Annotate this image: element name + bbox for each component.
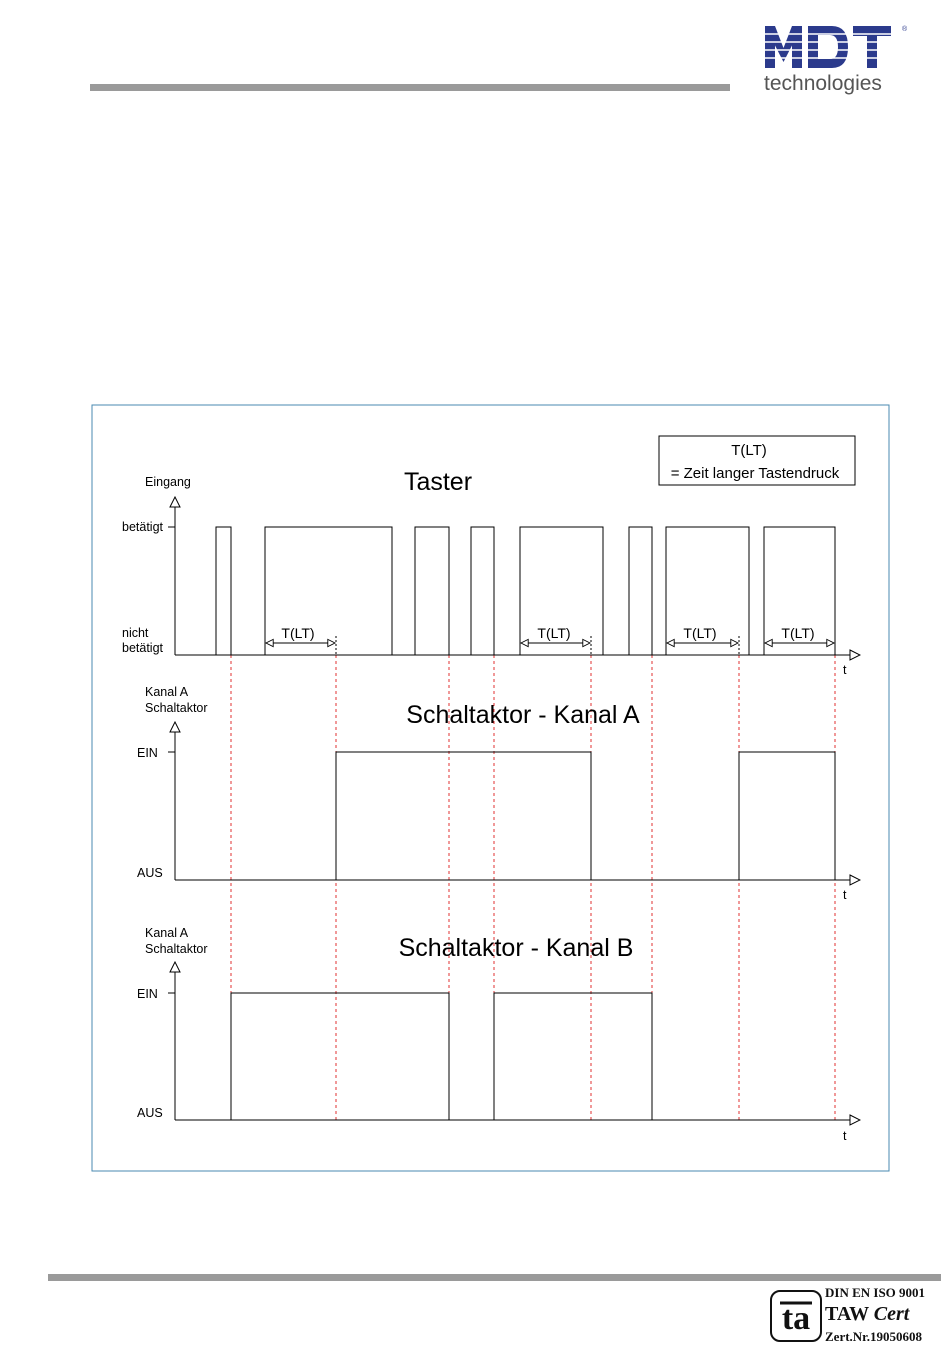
kanal-b-pulse-1	[231, 993, 449, 1120]
kanal-a-title: Schaltaktor - Kanal A	[406, 701, 640, 729]
kanal-b-title: Schaltaktor - Kanal B	[399, 934, 634, 962]
tlt-label-4: T(LT)	[781, 625, 814, 641]
legend-line-2: = Zeit langer Tastendruck	[671, 465, 840, 482]
legend-line-1: T(LT)	[731, 442, 767, 459]
tlt-labels: T(LT) T(LT) T(LT) T(LT)	[281, 625, 814, 641]
pulse-3	[415, 527, 449, 655]
pulse-4	[471, 527, 494, 655]
tlt-label-2: T(LT)	[537, 625, 570, 641]
kanal-a-panel: Schaltaktor - Kanal A Kanal A Schaltakto…	[137, 685, 860, 902]
cert-standard: DIN EN ISO 9001	[825, 1285, 925, 1301]
taster-y-label: Eingang	[145, 475, 191, 489]
taster-low-label-1: nicht	[122, 626, 149, 640]
kanal-b-high-label: EIN	[137, 987, 158, 1001]
tlt-label-1: T(LT)	[281, 625, 314, 641]
tlt-label-3: T(LT)	[683, 625, 716, 641]
kanal-b-pulse-2	[494, 993, 652, 1120]
kanal-a-t-label: t	[843, 888, 847, 902]
kanal-b-panel: Schaltaktor - Kanal B Kanal A Schaltakto…	[137, 926, 860, 1143]
taster-high-label: betätigt	[122, 520, 164, 534]
kanal-b-low-label: AUS	[137, 1106, 163, 1120]
kanal-a-high-label: EIN	[137, 746, 158, 760]
kanal-a-axes	[168, 722, 860, 880]
kanal-b-signal	[231, 993, 652, 1120]
pulse-6	[629, 527, 652, 655]
cert-number: Zert.Nr.19050608	[825, 1329, 922, 1345]
diagram-frame	[92, 405, 889, 1171]
kanal-a-y-label-1: Kanal A	[145, 685, 189, 699]
taster-title: Taster	[404, 468, 472, 496]
kanal-b-t-label: t	[843, 1129, 847, 1143]
taster-t-label: t	[843, 663, 847, 677]
taster-axes	[168, 497, 860, 655]
taster-panel: Taster Eingang betätigt nicht betätigt t	[122, 468, 860, 677]
kanal-b-y-label-1: Kanal A	[145, 926, 189, 940]
cert-name: TAW Cert	[825, 1303, 909, 1326]
legend-box: T(LT) = Zeit langer Tastendruck	[659, 436, 855, 485]
pulse-1	[216, 527, 231, 655]
kanal-a-pulse-1	[336, 752, 591, 880]
svg-text:ta: ta	[782, 1300, 810, 1337]
kanal-b-axes	[168, 962, 860, 1120]
kanal-a-pulse-2	[739, 752, 835, 880]
kanal-a-signal	[336, 752, 835, 880]
kanal-a-y-label-2: Schaltaktor	[145, 701, 208, 715]
taster-low-label-2: betätigt	[122, 641, 164, 655]
kanal-a-low-label: AUS	[137, 866, 163, 880]
footer-rule	[48, 1274, 941, 1281]
kanal-b-y-label-2: Schaltaktor	[145, 942, 208, 956]
